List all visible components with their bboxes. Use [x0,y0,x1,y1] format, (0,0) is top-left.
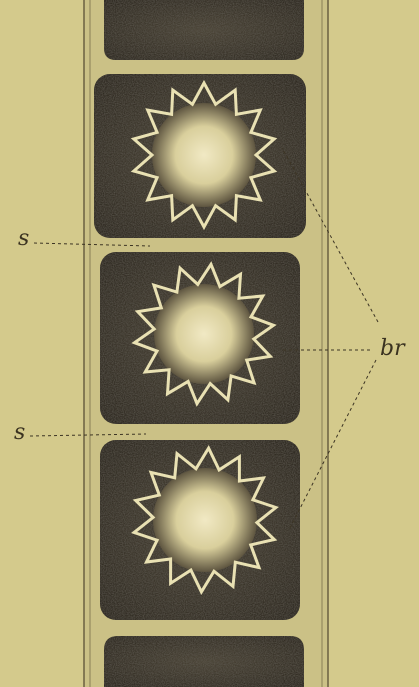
pyrenoid-1 [152,103,256,207]
cell-3 [100,440,300,620]
label-septum-lower: s [14,422,25,444]
label-septum-upper: s [18,228,29,250]
cell-bottom-partial [104,636,304,687]
cell-2 [100,252,300,424]
label-star-body: br [380,338,405,360]
pyrenoid-3 [153,468,257,572]
cell-1 [94,74,306,238]
cell-top-partial [104,0,304,60]
